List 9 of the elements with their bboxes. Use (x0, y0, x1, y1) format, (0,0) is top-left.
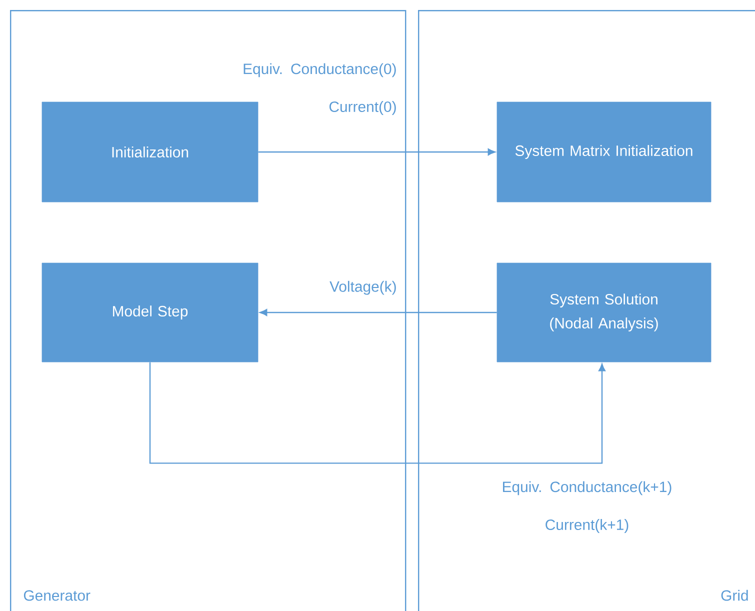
arrow (260, 309, 497, 316)
arrow (149, 362, 606, 464)
process-box: System Matrix Initialization (496, 102, 712, 202)
edge-label: Voltage(k) (330, 280, 396, 295)
process-box: Model Step (42, 262, 258, 362)
process-box: System Solution (Nodal Analysis) (496, 262, 712, 362)
process-box: Initialization (42, 102, 258, 202)
edge-label: Equiv. Conductance(k+1) Current(k+1) (503, 481, 672, 533)
arrow (258, 148, 496, 156)
